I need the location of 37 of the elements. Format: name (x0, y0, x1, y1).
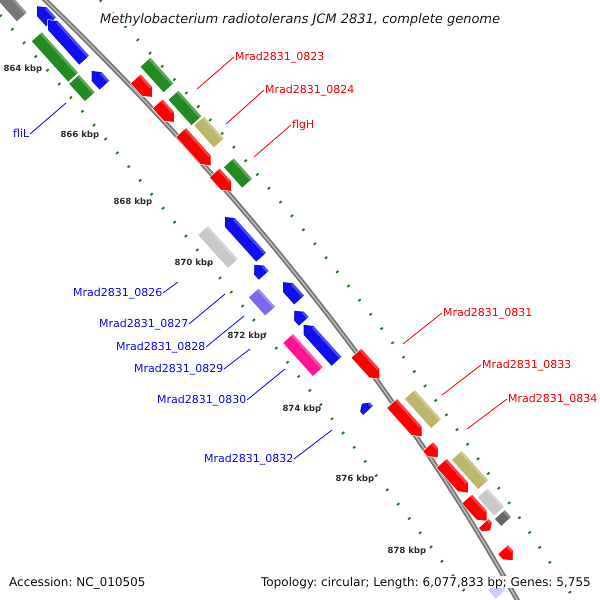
gene-label: Mrad2831_0831 (443, 306, 532, 318)
gene-label: Mrad2831_0832 (204, 452, 294, 464)
leader-line (254, 124, 292, 158)
leader-line (294, 430, 332, 460)
scale-label: 866 kbp (60, 130, 100, 139)
leader-line (466, 398, 508, 430)
gene-label: flgH (292, 118, 314, 130)
leader-line (162, 282, 178, 294)
title: Methylobacterium radiotolerans JCM 2831, complete genome (100, 12, 500, 26)
scale-label: 874 kbp (282, 404, 322, 413)
accession-text: Accession: NC_010505 (9, 576, 146, 588)
leader-line (442, 364, 482, 396)
scale-label: 864 kbp (4, 64, 42, 73)
leader-line (402, 312, 442, 344)
leader-line (246, 368, 286, 400)
gene-label: Mrad2831_0830 (157, 394, 246, 404)
scale-label: 868 kbp (114, 198, 152, 206)
gene-label: Mrad2831_0827 (99, 318, 188, 328)
leader-line (196, 56, 234, 90)
leader-line (188, 294, 226, 324)
gene-label: Mrad2831_0824 (265, 84, 354, 94)
leader-line (30, 102, 66, 134)
gene-label: Mrad2831_0829 (134, 362, 224, 374)
scale-label: 872 kbp (228, 332, 266, 340)
leader-line (206, 316, 244, 348)
gene-label: Mrad2831_0828 (116, 340, 206, 352)
gene-label: Mrad2831_0826 (73, 286, 162, 298)
leader-line (226, 90, 264, 124)
scale-label: 870 kbp (174, 258, 214, 267)
gene-label: Mrad2831_0833 (482, 358, 572, 370)
gene-label: Mrad2831_0834 (508, 392, 598, 404)
scale-label: 878 kbp (388, 546, 426, 555)
gene-label: Mrad2831_0823 (235, 50, 324, 62)
scale-label: 876 kbp (336, 474, 374, 483)
gene-label: fliL (13, 128, 30, 138)
genome-info-text: Topology: circular; Length: 6,077,833 bp; Genes: 5,755 (261, 576, 591, 588)
leader-line (224, 348, 250, 370)
